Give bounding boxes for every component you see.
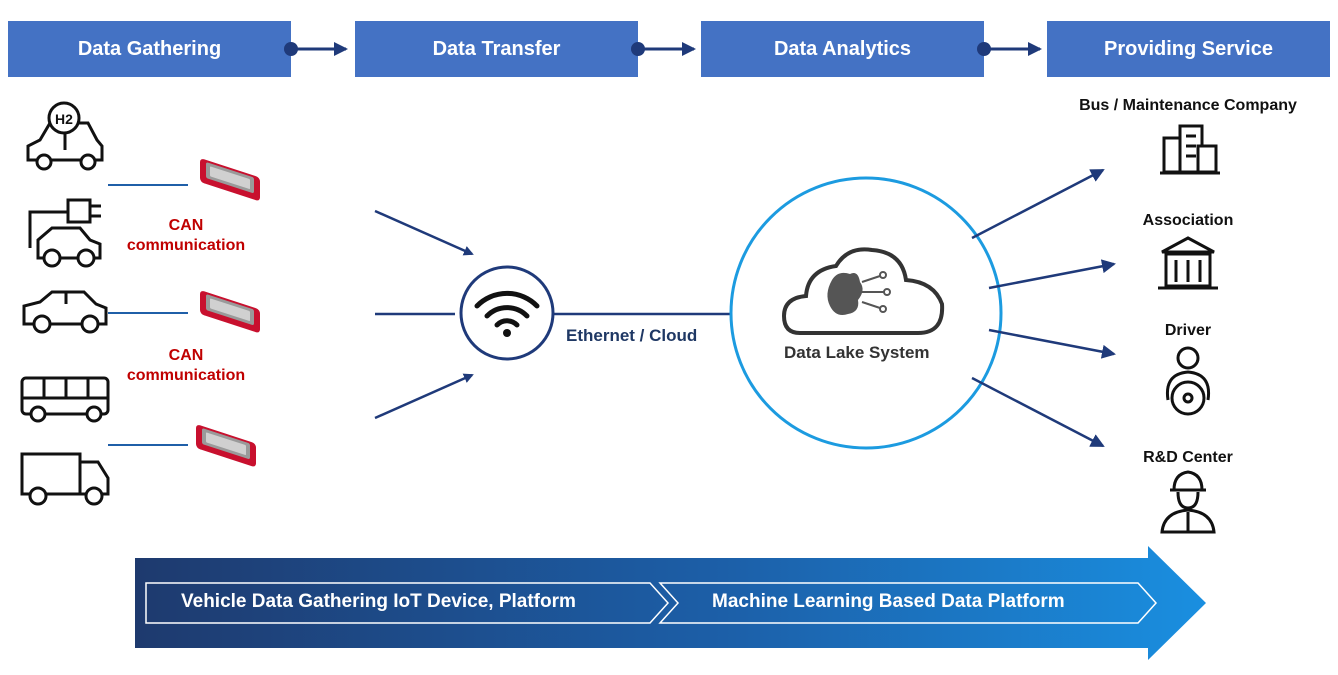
- hydrogen-badge: H2: [55, 111, 73, 127]
- service-label-association: Association: [1142, 212, 1234, 229]
- data-lake-circle: [729, 176, 1003, 450]
- platform-band-arrow: [135, 546, 1206, 660]
- engineer-icon: [1160, 470, 1216, 534]
- wifi-icon: [474, 290, 540, 328]
- arrow: [988, 328, 1116, 359]
- driver-icon: [1165, 346, 1211, 416]
- service-label-bus-maintenance: Bus / Maintenance Company: [1079, 97, 1297, 114]
- arrow: [374, 209, 474, 256]
- platform-chevron-left: [145, 582, 670, 624]
- stage-connector-1: [284, 42, 348, 56]
- government-building-icon: [1158, 236, 1218, 290]
- data-lake-label: Data Lake System: [784, 343, 930, 362]
- truck-icon: [20, 452, 110, 506]
- arrow: [971, 376, 1105, 448]
- stage-data-analytics: Data Analytics: [701, 21, 984, 77]
- platform-band-left-label: Vehicle Data Gathering IoT Device, Platf…: [181, 591, 576, 612]
- can-iot-device-icon: [200, 290, 260, 334]
- stage-data-gathering: Data Gathering: [8, 21, 291, 77]
- can-iot-device-icon: [200, 158, 260, 202]
- service-label-driver: Driver: [1164, 322, 1212, 339]
- car-icon: [22, 290, 108, 334]
- can-label-2: CAN communication: [126, 347, 246, 384]
- can-iot-device-icon: [196, 424, 256, 468]
- cloud-brain-icon: [781, 247, 945, 335]
- can-label-1: CAN communication: [126, 217, 246, 254]
- arrow: [971, 168, 1105, 240]
- stage-providing-service: Providing Service: [1047, 21, 1330, 77]
- arrow: [374, 373, 474, 420]
- platform-chevron-right: [658, 582, 1158, 624]
- service-label-rd-center: R&D Center: [1143, 449, 1233, 466]
- electric-car-icon: [28, 198, 102, 268]
- wifi-node: [459, 265, 555, 361]
- arrow: [988, 259, 1116, 290]
- stage-connector-3: [977, 42, 1042, 56]
- network-label: Ethernet / Cloud: [566, 326, 698, 345]
- office-building-icon: [1160, 124, 1220, 175]
- stage-connector-2: [631, 42, 696, 56]
- stage-data-transfer: Data Transfer: [355, 21, 638, 77]
- hydrogen-car-icon: [26, 101, 104, 171]
- bus-icon: [20, 376, 110, 423]
- platform-band-right-label: Machine Learning Based Data Platform: [712, 591, 1065, 612]
